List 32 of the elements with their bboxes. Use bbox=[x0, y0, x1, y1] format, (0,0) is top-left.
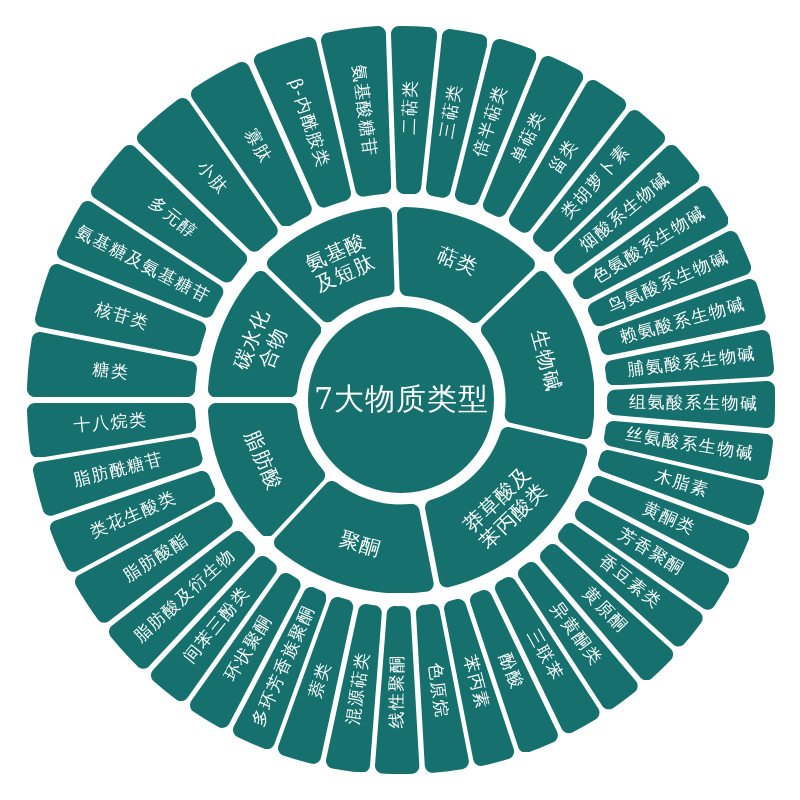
segment-label: 木脂素 bbox=[651, 466, 711, 502]
segment-label: 寡肽 bbox=[239, 124, 276, 168]
segment-label: 生物碱 bbox=[526, 326, 566, 394]
segment-label: 碳水化合物 bbox=[228, 304, 292, 375]
segment-label: 核苷类 bbox=[92, 300, 152, 334]
segment-label: 二萜类 bbox=[400, 79, 422, 137]
outer-ring-segment bbox=[390, 26, 437, 194]
segment-label: 色原烷 bbox=[424, 660, 451, 720]
inner-ring-segment bbox=[397, 206, 535, 323]
segment-label: 氨基酸及短肽 bbox=[300, 228, 380, 298]
segment-label: β-内酰胺类 bbox=[284, 75, 333, 171]
segment-label: 莽草酸及苯丙酸类 bbox=[458, 460, 553, 555]
segment-label: 酚酸 bbox=[494, 650, 527, 692]
segment-label: 脂肪酸 bbox=[240, 426, 287, 494]
segment-label: 十八烷类 bbox=[72, 411, 148, 437]
segment-label: 脯氨酸系生物碱 bbox=[626, 344, 757, 381]
segment-label: 三萜类 bbox=[437, 82, 466, 142]
center-label: 7大物质类型 bbox=[312, 382, 490, 418]
segment-label: 丝氨酸系生物碱 bbox=[624, 425, 756, 466]
inner-ring-segment bbox=[424, 427, 588, 588]
segment-label: 线性聚酮 bbox=[388, 654, 408, 730]
outer-ring-segment bbox=[375, 606, 420, 774]
segment-label: 苯丙素 bbox=[458, 652, 492, 713]
segment-label: 组氨酸系生物碱 bbox=[628, 393, 759, 415]
outer-ring-segment bbox=[26, 332, 197, 398]
segment-label: 糖类 bbox=[90, 360, 130, 384]
segment-label: 脂肪酰糖苷 bbox=[70, 450, 166, 492]
segment-label: 混源萜类 bbox=[344, 650, 374, 728]
segment-label: 萜类 bbox=[432, 242, 482, 280]
segment-label: 聚酮 bbox=[336, 527, 384, 562]
segment-label: 萘类 bbox=[306, 659, 336, 702]
segment-label: 氨基酸糖苷 bbox=[347, 62, 379, 158]
